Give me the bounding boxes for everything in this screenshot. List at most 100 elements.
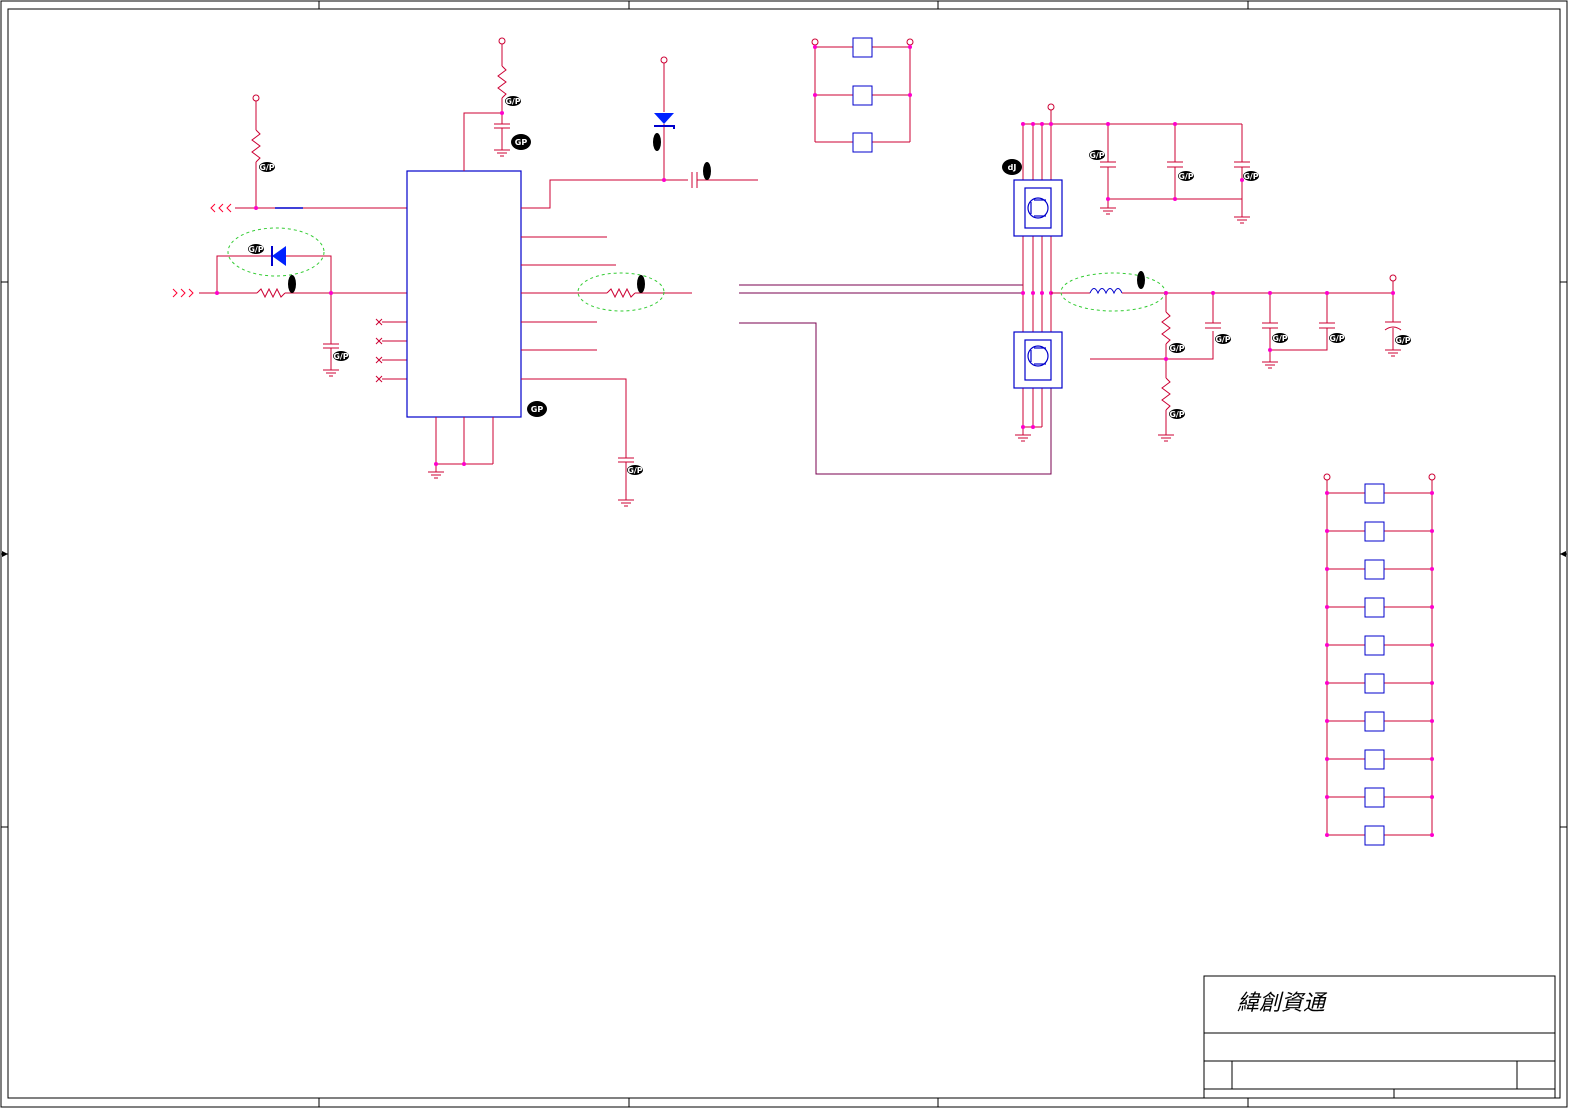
svg-text:G/P: G/P (333, 352, 348, 361)
company-name: 緯創資通 (1237, 991, 1328, 1016)
controller-ic (406, 170, 522, 418)
spare-part (1364, 673, 1385, 694)
part-tag: G/P (1169, 409, 1185, 419)
junction (1021, 122, 1025, 126)
junction (1325, 529, 1329, 533)
junction (662, 178, 666, 182)
junction (813, 93, 817, 97)
junction (500, 111, 504, 115)
svg-text:GP: GP (531, 405, 544, 414)
junction (254, 206, 258, 210)
svg-text:G/P: G/P (1329, 334, 1344, 343)
junction (1325, 567, 1329, 571)
junction (434, 462, 438, 466)
part-tag: GP (527, 401, 547, 417)
spare-part (1364, 635, 1385, 656)
highlight-resistor-region (577, 272, 665, 312)
spare-part (1364, 749, 1385, 770)
spare-part (1364, 597, 1385, 618)
part-tag: G/P (1169, 343, 1185, 353)
junction (1325, 643, 1329, 647)
junction (1325, 491, 1329, 495)
junction (908, 93, 912, 97)
part-tag: G/P (1178, 171, 1194, 181)
junction (1021, 291, 1025, 295)
part-tag-vertical (1137, 271, 1145, 289)
part-tag: G/P (333, 351, 349, 361)
spare-part (1364, 787, 1385, 808)
part-tag: G/P (1395, 335, 1411, 345)
junction (1031, 122, 1035, 126)
part-tag-vertical (288, 275, 296, 293)
part-tag: G/P (505, 96, 521, 106)
junction (1173, 122, 1177, 126)
title-block (1203, 975, 1556, 1099)
pullup-resistor-left (251, 94, 261, 208)
zener-diode-icon (654, 113, 675, 129)
svg-text:G/P: G/P (1395, 336, 1410, 345)
svg-text:G/P: G/P (1243, 172, 1258, 181)
svg-text:G/P: G/P (1178, 172, 1193, 181)
junction (1430, 833, 1434, 837)
spare-part (1364, 711, 1385, 732)
gate-drive-nets (739, 236, 1052, 475)
junction (1430, 529, 1434, 533)
part-tag: G/P (1272, 333, 1288, 343)
zone-arrow-left (2, 551, 8, 557)
part-tag: G/P (1089, 150, 1105, 160)
ic-right-nets (521, 179, 692, 507)
highlight-diode-region (227, 227, 325, 277)
junction (1040, 291, 1044, 295)
part-tag: G/P (1243, 171, 1259, 181)
junction (1430, 605, 1434, 609)
input-signal-arrows-top (210, 203, 232, 213)
junction (1325, 795, 1329, 799)
junction (1106, 197, 1110, 201)
spare-part (1364, 521, 1385, 542)
part-tag: G/P (248, 244, 264, 254)
junction (1430, 795, 1434, 799)
junction (462, 462, 466, 466)
ic-supply-top (463, 37, 510, 171)
svg-text:G/P: G/P (1169, 410, 1184, 419)
no-connect-marks (375, 318, 407, 383)
junction (1268, 348, 1272, 352)
junction (1173, 197, 1177, 201)
svg-text:G/P: G/P (1089, 151, 1104, 160)
junction (1240, 178, 1244, 182)
part-tag: G/P (259, 162, 275, 172)
junction (908, 45, 912, 49)
junction (813, 45, 817, 49)
junction (1164, 357, 1168, 361)
input-capacitors (1100, 124, 1250, 224)
part-tag-vertical (653, 133, 661, 151)
junction (329, 291, 333, 295)
svg-text:G/P: G/P (627, 466, 642, 475)
zone-arrow-right (1560, 551, 1566, 557)
part-tag: G/P (1215, 334, 1231, 344)
junction (1031, 291, 1035, 295)
high-side-mosfet (1013, 179, 1063, 237)
junction (215, 291, 219, 295)
junction (1106, 122, 1110, 126)
junction (1164, 291, 1168, 295)
junction (1325, 719, 1329, 723)
part-tag-vertical (637, 275, 645, 293)
svg-text:G/P: G/P (505, 97, 520, 106)
low-side-mosfet (1013, 331, 1063, 389)
spare-part (1364, 483, 1385, 504)
input-signal-arrows-bottom (172, 288, 194, 298)
spare-part (1364, 825, 1385, 846)
output-filter (1051, 274, 1402, 442)
spare-part (1364, 559, 1385, 580)
part-tag: GP (511, 134, 531, 150)
diode-icon (271, 246, 286, 266)
svg-text:dJ: dJ (1008, 163, 1017, 172)
junction (1325, 833, 1329, 837)
junction (1211, 291, 1215, 295)
junction (1031, 425, 1035, 429)
junction (1430, 719, 1434, 723)
part-tag: G/P (1329, 333, 1345, 343)
svg-text:GP: GP (515, 138, 528, 147)
